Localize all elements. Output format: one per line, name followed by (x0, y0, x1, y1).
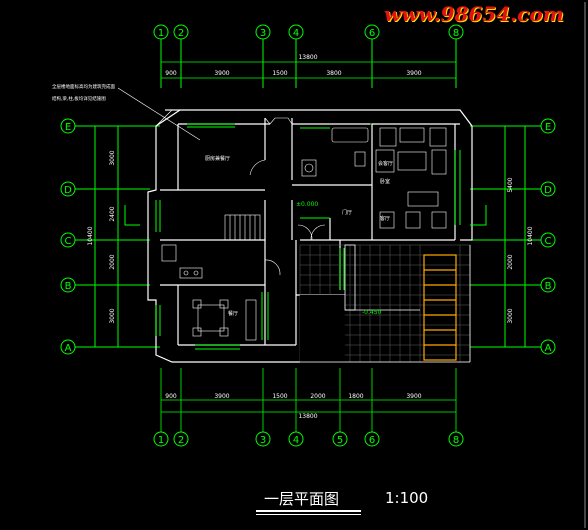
note-1: 全层楼地面标高均为建筑完成面 (52, 83, 115, 90)
level-0: ±0.000 (296, 201, 318, 208)
dim-bottom-3: 2000 (310, 393, 325, 400)
dim-top-2: 1500 (272, 70, 287, 77)
drawing-scale: 1:100 (385, 489, 429, 507)
axis-3-bottom: 3 (260, 435, 266, 446)
watermark-url: www.98654.com (384, 2, 564, 26)
note-2: 结构,梁,柱,板均详见结施图 (52, 95, 106, 102)
dim-bottom-total: 13800 (298, 413, 317, 420)
dim-bottom-4: 1800 (348, 393, 363, 400)
dim-top-1: 3900 (214, 70, 229, 77)
axis-8-top: 8 (453, 28, 459, 39)
dim-left-3: 3000 (109, 308, 116, 323)
dining-table (192, 299, 257, 341)
dim-right-1: 2000 (507, 254, 514, 269)
top-axis-bubbles (153, 24, 464, 88)
dim-top-3: 3800 (326, 70, 341, 77)
axis-8-bottom: 8 (453, 435, 459, 446)
room-label-bedroom: 卧室 (380, 178, 390, 185)
axis-6-bottom: 6 (369, 435, 375, 446)
axis-4-bottom: 4 (293, 435, 299, 446)
dim-top-4: 3900 (406, 70, 421, 77)
dim-left-total: 10400 (87, 226, 94, 245)
dim-bottom-1: 3900 (214, 393, 229, 400)
title-underline (256, 510, 361, 515)
axis-A-left: A (65, 343, 72, 354)
axis-4-top: 4 (293, 28, 299, 39)
axis-3-top: 3 (260, 28, 266, 39)
axis-1-top: 1 (158, 28, 164, 39)
exterior-stair (423, 254, 457, 361)
axis-2-bottom: 2 (178, 435, 184, 446)
dim-right-total: 10400 (527, 226, 534, 245)
axis-E-right: E (545, 122, 551, 133)
dim-bottom-0: 900 (165, 393, 177, 400)
axis-B-right: B (545, 281, 552, 292)
building-walls (147, 109, 473, 363)
dim-bottom-2: 1500 (272, 393, 287, 400)
drawing-title: 一层平面图 (264, 490, 340, 508)
room-label-ne: 厨房兼餐厅 (205, 155, 230, 162)
dim-left-2: 2000 (109, 254, 116, 269)
room-label-lobby: 门厅 (342, 209, 352, 216)
dim-top-0: 900 (165, 70, 177, 77)
room-label-dining: 餐厅 (228, 310, 238, 317)
dim-left-0: 3000 (109, 150, 116, 165)
axis-5-bottom: 5 (337, 435, 343, 446)
room-label-living: 会客厅 (378, 160, 393, 167)
dim-right-2: 3000 (507, 308, 514, 323)
room-label-stair: 客厅 (380, 215, 390, 222)
axis-C-right: C (545, 236, 552, 247)
axis-D-left: D (64, 185, 72, 196)
axis-2-top: 2 (178, 28, 184, 39)
dim-left-1: 2400 (109, 206, 116, 221)
axis-D-right: D (544, 185, 552, 196)
interior-stair (224, 214, 261, 241)
axis-1-bottom: 1 (158, 435, 164, 446)
dim-top-total: 13800 (298, 54, 317, 61)
axis-C-left: C (65, 236, 72, 247)
axis-6-top: 6 (369, 28, 375, 39)
axis-A-right: A (545, 343, 552, 354)
axis-B-left: B (65, 281, 72, 292)
dim-bottom-5: 3900 (406, 393, 421, 400)
dim-right-0: 5400 (507, 177, 514, 192)
level-1: -0.450 (362, 309, 382, 316)
axis-E-left: E (65, 122, 71, 133)
